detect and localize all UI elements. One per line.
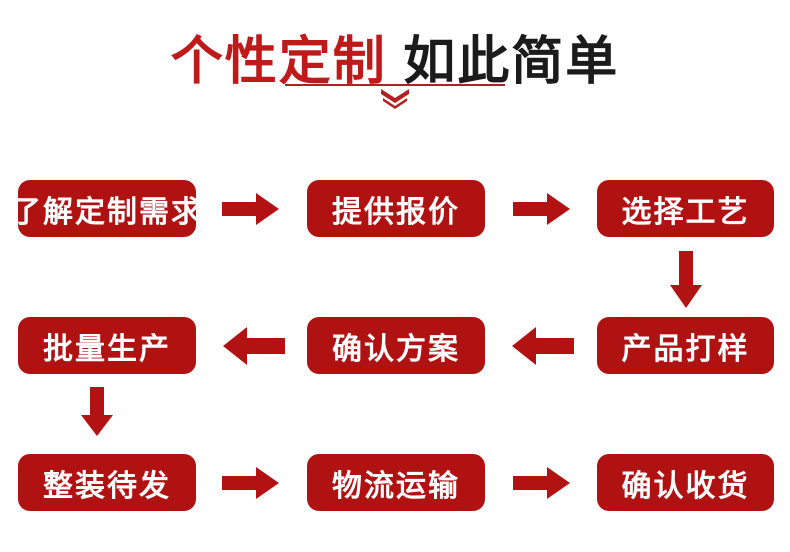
page-title-dark: 如此简单 <box>403 33 620 91</box>
flow-node-step-8[interactable]: 物流运输 <box>307 454 485 511</box>
arrow-left-icon <box>511 326 575 366</box>
double-chevron-down-icon <box>0 86 790 117</box>
arrow-right-icon <box>513 192 571 226</box>
flow-node-label: 提供报价 <box>332 195 460 229</box>
page-title: 个性定制 如此简单 <box>0 34 790 90</box>
flow-node-label: 批量生产 <box>43 332 171 366</box>
flow-node-step-1[interactable]: 了解定制需求 <box>11 180 201 237</box>
arrow-down-icon <box>80 387 114 437</box>
flow-node-label: 整装待发 <box>43 469 171 503</box>
flow-node-label: 选择工艺 <box>621 195 750 229</box>
flow-node-label: 确认方案 <box>332 332 460 366</box>
flow-node-label: 确认收货 <box>621 469 750 503</box>
page-header: 个性定制 如此简单 <box>0 34 790 90</box>
arrow-right-icon <box>222 466 280 500</box>
page-title-red: 个性定制 <box>170 33 387 91</box>
flow-node-step-4[interactable]: 产品打样 <box>597 317 774 374</box>
flow-node-step-3[interactable]: 选择工艺 <box>597 180 774 237</box>
arrow-left-icon <box>222 326 286 366</box>
flow-node-step-7[interactable]: 整装待发 <box>18 454 196 511</box>
flow-node-step-6[interactable]: 批量生产 <box>18 317 196 374</box>
flow-node-label: 物流运输 <box>332 469 460 503</box>
arrow-right-icon <box>513 466 571 500</box>
arrow-right-icon <box>222 192 280 226</box>
flow-node-label: 产品打样 <box>621 332 750 366</box>
flow-node-step-5[interactable]: 确认方案 <box>307 317 485 374</box>
arrow-down-icon <box>669 251 703 309</box>
flow-node-label: 了解定制需求 <box>11 195 203 229</box>
flow-node-step-2[interactable]: 提供报价 <box>307 180 485 237</box>
title-divider <box>285 84 505 86</box>
flow-node-step-9[interactable]: 确认收货 <box>597 454 774 511</box>
